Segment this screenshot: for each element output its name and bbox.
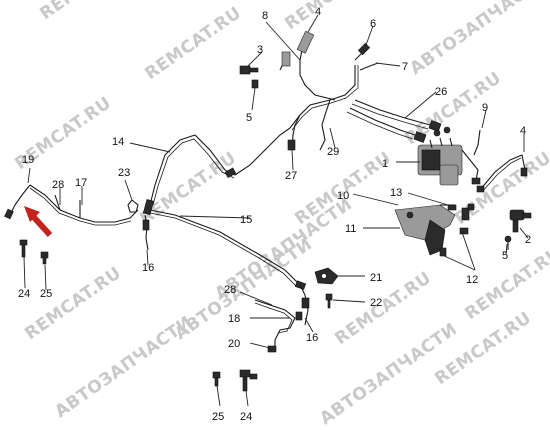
callout-25-bottom: 25 <box>212 411 224 423</box>
line-4-right <box>476 154 528 193</box>
callout-19: 19 <box>22 154 34 166</box>
callout-13: 13 <box>390 187 402 199</box>
callout-2: 2 <box>525 234 531 246</box>
watermark: АВТОЗАПЧАСТИ <box>51 312 196 422</box>
callout-5-right: 5 <box>502 250 508 262</box>
callout-18: 18 <box>228 313 240 325</box>
sensor-2 <box>504 209 532 250</box>
callout-5: 5 <box>246 112 252 124</box>
callout-15: 15 <box>240 214 252 226</box>
callout-28: 28 <box>52 179 64 191</box>
indicator-arrow <box>24 206 53 238</box>
watermark: АВТОЗАПЧАСТИ <box>406 0 550 79</box>
callout-16-right: 16 <box>306 332 318 344</box>
bracket-assembly <box>394 203 475 257</box>
bolts-bottom <box>212 369 258 392</box>
callout-24: 24 <box>18 288 30 300</box>
callout-26: 26 <box>435 86 447 98</box>
rear-brake-pipe <box>142 127 307 290</box>
callout-12: 12 <box>466 274 478 286</box>
callout-10: 10 <box>337 190 349 202</box>
callout-6: 6 <box>370 18 376 30</box>
line-9 <box>461 129 481 185</box>
bolts-left <box>19 239 49 265</box>
callout-4-right: 4 <box>520 125 526 137</box>
callout-9: 9 <box>482 102 488 114</box>
callout-29: 29 <box>327 146 339 158</box>
watermark: REMCAT.RU <box>331 268 435 349</box>
clip-23 <box>127 199 139 213</box>
callout-7: 7 <box>402 61 408 73</box>
sensor-21-bolt-22 <box>314 267 339 309</box>
hose-16-left <box>142 214 150 251</box>
watermark: REMCAT.RU <box>21 263 125 344</box>
callout-4: 4 <box>315 6 321 18</box>
watermark: REMCAT.RU <box>36 0 140 24</box>
callout-25: 25 <box>40 288 52 300</box>
callout-16: 16 <box>142 262 154 274</box>
callout-20: 20 <box>228 338 240 350</box>
front-lines <box>239 30 442 151</box>
hose-16-right <box>299 284 310 326</box>
left-rear-line <box>4 184 139 226</box>
callout-24-bottom: 24 <box>240 411 252 423</box>
callout-14: 14 <box>112 136 124 148</box>
callout-1: 1 <box>382 158 388 170</box>
callout-3: 3 <box>257 44 263 56</box>
callout-27: 27 <box>285 170 297 182</box>
callout-numbers: 8 4 6 3 7 26 9 5 4 14 29 1 19 23 27 28 1… <box>18 6 531 423</box>
callout-17: 17 <box>75 177 87 189</box>
callout-28-bottom: 28 <box>224 284 236 296</box>
leader-lines <box>23 14 529 407</box>
line-18-20 <box>254 299 303 353</box>
callout-8: 8 <box>262 10 268 22</box>
abs-unit <box>417 126 463 186</box>
callout-22: 22 <box>370 297 382 309</box>
callout-11: 11 <box>345 223 356 235</box>
watermark: REMCAT.RU <box>141 3 245 84</box>
callout-23: 23 <box>118 167 130 179</box>
callout-21: 21 <box>370 272 382 284</box>
